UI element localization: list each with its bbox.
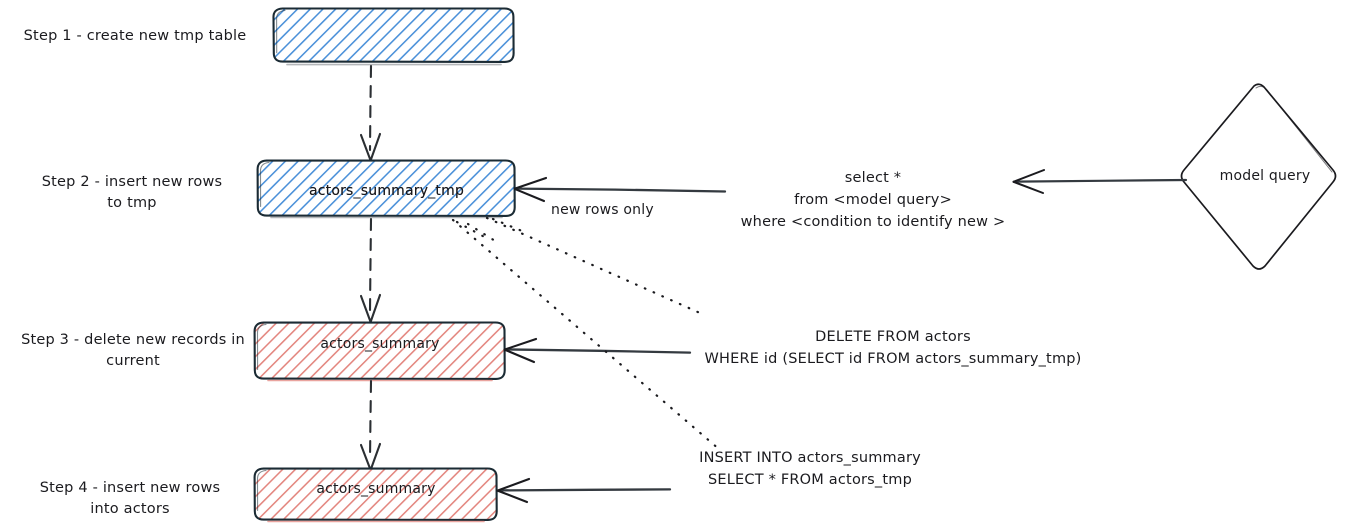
flow-arrow-step1-step2 bbox=[359, 64, 382, 162]
node-box-step-2[interactable] bbox=[256, 159, 516, 219]
flow-arrow-insert-to-summary bbox=[496, 477, 672, 504]
annotation-model-query-sql: select * from <model query> where <condi… bbox=[740, 170, 1006, 230]
annotation-delete-sql: DELETE FROM actors WHERE id (SELECT id F… bbox=[704, 329, 1082, 367]
step-label-3: Step 3 - delete new records in current bbox=[21, 332, 245, 370]
flow-arrow-delete-to-summary bbox=[503, 337, 692, 364]
step-label-2: Step 2 - insert new rows to tmp bbox=[41, 174, 223, 212]
annotation-insert-sql: INSERT INTO actors_summary SELECT * FROM… bbox=[699, 450, 921, 488]
flow-arrow-diamond-to-sql bbox=[1012, 169, 1188, 194]
flow-arrow-step2-step3 bbox=[359, 217, 382, 324]
flow-arrow-step3-step4 bbox=[359, 379, 382, 472]
step-label-1: Step 1 - create new tmp table bbox=[23, 28, 247, 44]
flow-arrow-modelquery-to-tmp bbox=[513, 176, 727, 203]
leader-line-delete bbox=[485, 216, 702, 315]
leader-line-insert bbox=[451, 218, 722, 452]
node-box-step-1[interactable] bbox=[272, 7, 515, 66]
step-label-4: Step 4 - insert new rows into actors bbox=[39, 480, 221, 518]
node-box-step-4[interactable] bbox=[253, 467, 498, 523]
node-diamond-model-query[interactable] bbox=[1180, 83, 1337, 270]
node-box-step-3[interactable] bbox=[253, 321, 506, 382]
annotation-new-rows-only: new rows only bbox=[551, 202, 654, 218]
